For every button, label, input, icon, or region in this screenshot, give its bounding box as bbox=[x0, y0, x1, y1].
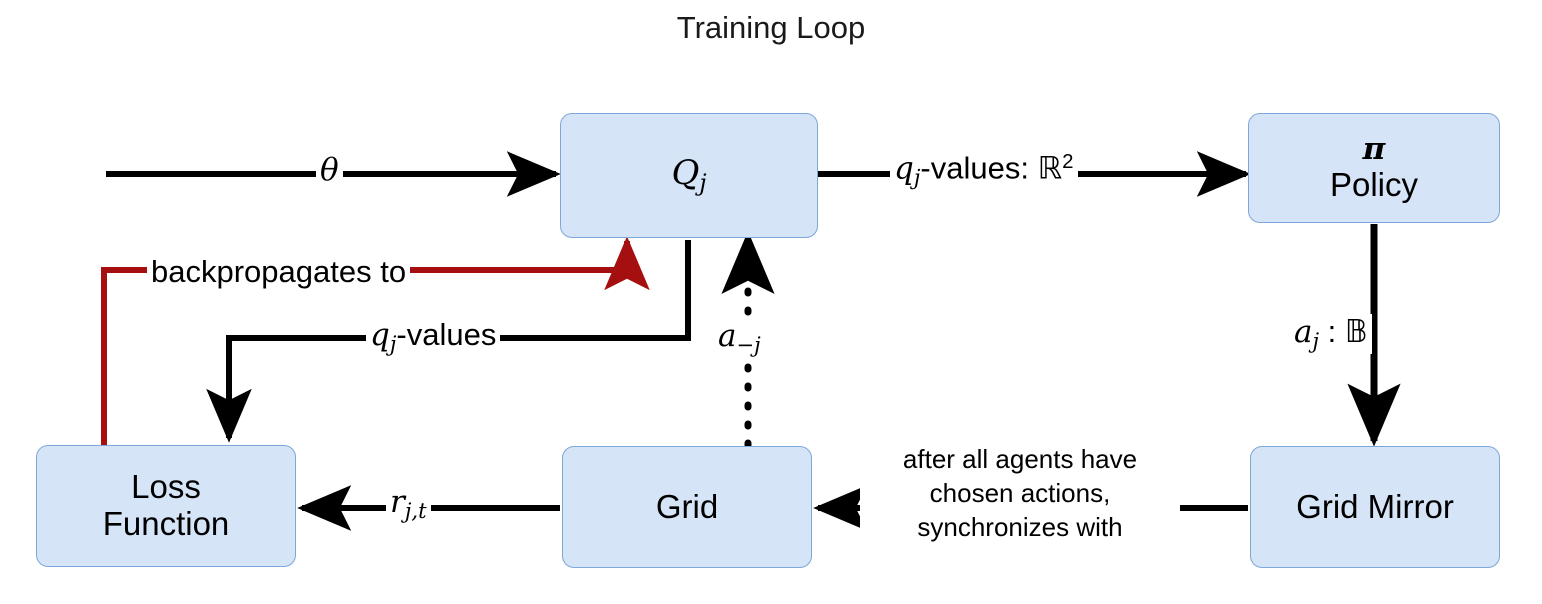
edge-label-grid-to-loss: rj,t bbox=[386, 484, 431, 524]
node-grid[interactable]: Grid bbox=[562, 446, 812, 568]
edge-label-q-to-policy: qj-values: ℝ2 bbox=[890, 150, 1078, 191]
sync-text-line3: synchronizes with bbox=[917, 511, 1123, 542]
edge-label-policy-to-mirror: aj : 𝔹 bbox=[1290, 314, 1372, 354]
edge-label-q-to-loss: qj-values bbox=[366, 317, 501, 357]
diagram-title: Training Loop bbox=[676, 10, 866, 45]
edge-label-grid-to-q: a−j bbox=[714, 318, 765, 358]
node-grid-mirror-label: Grid Mirror bbox=[1296, 487, 1454, 525]
sync-text-line1: after all agents have bbox=[902, 444, 1138, 474]
node-q[interactable]: Qj bbox=[560, 113, 818, 238]
node-grid-label: Grid bbox=[655, 487, 719, 525]
node-loss-line1: Loss bbox=[131, 468, 201, 506]
node-loss-line2: Function bbox=[102, 505, 230, 542]
node-loss-function[interactable]: Loss Function bbox=[36, 445, 296, 567]
edge-label-loss-to-q: backpropagates to bbox=[147, 254, 411, 291]
node-grid-mirror[interactable]: Grid Mirror bbox=[1250, 446, 1500, 568]
node-policy-symbol: π bbox=[1362, 131, 1386, 168]
node-q-label: Qj bbox=[671, 152, 707, 197]
edge-label-theta: θ bbox=[316, 152, 343, 189]
edge-label-mirror-to-grid: after all agents have chosen actions, sy… bbox=[860, 443, 1180, 545]
node-policy-label: Policy bbox=[1329, 165, 1419, 203]
sync-text-line2: chosen actions, bbox=[929, 477, 1111, 508]
node-policy[interactable]: π Policy bbox=[1248, 113, 1500, 223]
